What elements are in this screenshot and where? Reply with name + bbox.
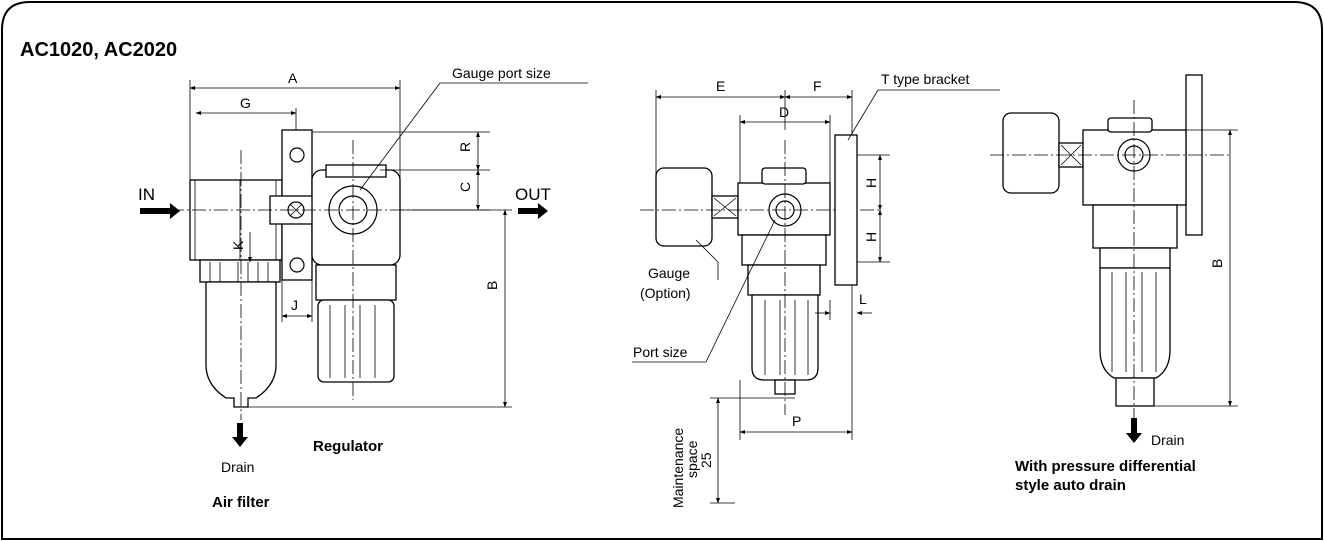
auto-drain-view: B Drain With pressure differential style… — [990, 74, 1238, 494]
drawing-title: AC1020, AC2020 — [20, 39, 177, 61]
maintenance-label-1: Maintenance — [670, 428, 686, 508]
t-type-bracket-label: T type bracket — [881, 71, 970, 87]
drain-label-auto: Drain — [1151, 432, 1184, 448]
drain-arrow-icon — [232, 423, 248, 447]
gauge-option-label: (Option) — [640, 285, 691, 301]
dim-g-label: G — [240, 95, 251, 111]
dim-b-label: B — [484, 281, 500, 290]
in-label: IN — [138, 185, 155, 204]
auto-drain-caption-line2: style auto drain — [1015, 477, 1126, 494]
out-arrow-icon — [518, 203, 548, 219]
dim-p-label: P — [792, 413, 801, 429]
dim-k-label: K — [230, 240, 246, 250]
in-arrow-icon — [140, 203, 180, 219]
dim-r-label: R — [457, 142, 473, 152]
gauge-label: Gauge — [648, 265, 690, 281]
dim-b-label-auto: B — [1209, 259, 1225, 268]
dim-j-label: J — [291, 297, 298, 313]
out-label: OUT — [515, 185, 551, 204]
dim-h-label-lower: H — [863, 232, 879, 242]
port-size-label: Port size — [633, 344, 688, 360]
drain-arrow-icon-auto — [1126, 418, 1142, 443]
maintenance-label-2: space — [684, 440, 700, 478]
dim-a-label: A — [288, 70, 298, 86]
dim-f-label: F — [813, 78, 822, 94]
regulator-caption: Regulator — [313, 438, 383, 455]
dim-c-label: C — [457, 182, 473, 192]
maintenance-label-3: 25 — [698, 452, 714, 468]
side-view: E F D H H T type — [632, 71, 1000, 508]
auto-drain-caption-line1: With pressure differential — [1015, 458, 1196, 475]
gauge-port-size-label: Gauge port size — [452, 65, 551, 81]
air-filter-caption: Air filter — [212, 494, 270, 511]
front-view: A G — [138, 65, 588, 511]
dim-h-label-upper: H — [863, 178, 879, 188]
dim-d-label: D — [779, 104, 789, 120]
dim-e-label: E — [716, 78, 725, 94]
drain-label-front: Drain — [221, 459, 254, 475]
dim-l-label: L — [859, 291, 867, 307]
